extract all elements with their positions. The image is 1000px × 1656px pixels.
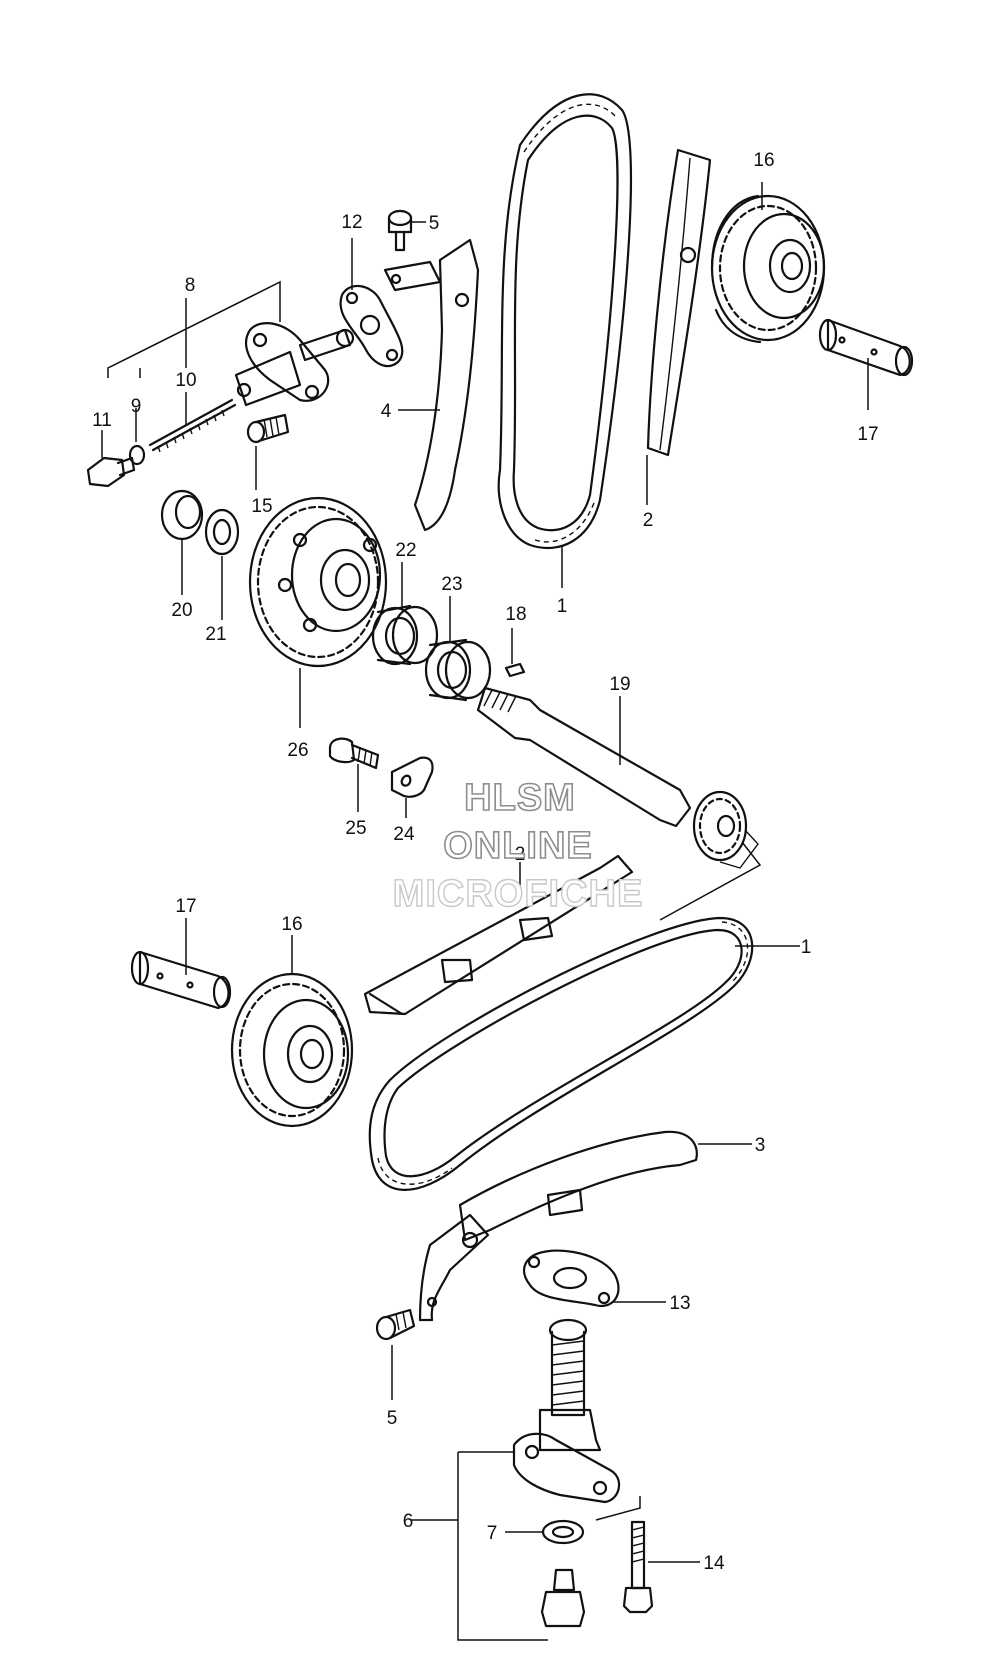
callout-14: 14	[703, 1553, 725, 1574]
watermark-line-2: ONLINE	[443, 825, 593, 867]
spring-10	[148, 398, 237, 453]
tensioner-bolt	[540, 1568, 586, 1628]
callout-25: 25	[345, 818, 366, 839]
callout-20: 20	[171, 600, 192, 621]
lower-chain-guide	[363, 854, 634, 1016]
callout-23: 23	[441, 574, 462, 595]
watermark: HLSM ONLINE MICROFICHE	[392, 776, 644, 916]
callout-16-upper: 16	[753, 150, 774, 171]
callout-21: 21	[205, 624, 226, 645]
watermark-line-3: MICROFICHE	[393, 873, 644, 915]
upper-tensioner-arm	[383, 238, 480, 532]
callout-3: 3	[755, 1135, 766, 1156]
callout-1-lower: 1	[801, 937, 812, 958]
washer-7	[541, 1519, 585, 1545]
callout-1-upper: 1	[557, 596, 568, 617]
callout-8: 8	[185, 275, 196, 296]
gasket-12	[339, 284, 404, 368]
bearing-23	[424, 638, 492, 702]
callout-15: 15	[251, 496, 272, 517]
bolt-14	[622, 1520, 654, 1614]
callout-22: 22	[395, 540, 416, 561]
callout-10: 10	[175, 370, 196, 391]
screw-25	[328, 737, 380, 770]
callout-19: 19	[609, 674, 630, 695]
callout-17-lower: 17	[175, 896, 196, 917]
bearing-22	[371, 604, 439, 666]
callout-26: 26	[287, 740, 308, 761]
upper-cam-chain	[497, 93, 633, 550]
bolt-11	[86, 456, 136, 488]
bolt-5-lower	[375, 1308, 416, 1341]
washer-9	[128, 444, 146, 466]
callout-17-upper: 17	[857, 424, 878, 445]
callout-7: 7	[487, 1523, 498, 1544]
bolt-5-upper	[387, 209, 413, 252]
callout-13: 13	[669, 1293, 690, 1314]
callout-6: 6	[403, 1511, 414, 1532]
key-18	[504, 662, 526, 678]
callout-labels: 1 2 4 5 12 8 10 9 11 15 20 21 22 23 18 1…	[92, 150, 878, 1574]
callout-5-lower: 5	[387, 1408, 398, 1429]
pin-17-lower	[130, 950, 232, 1010]
upper-chain-guide	[646, 148, 712, 457]
callout-12: 12	[341, 212, 362, 233]
callout-18: 18	[505, 604, 526, 625]
lower-cam-chain	[368, 916, 754, 1191]
nut-20	[160, 489, 204, 541]
callout-2-lower: 2	[515, 844, 526, 865]
watermark-line-1: HLSM	[464, 777, 576, 819]
washer-21	[204, 508, 240, 556]
callout-16-lower: 16	[281, 914, 302, 935]
gasket-13	[522, 1249, 620, 1308]
gear-16-lower	[230, 972, 354, 1128]
lower-tensioner-assembly	[512, 1318, 621, 1504]
pin-17-upper	[818, 318, 914, 377]
callout-24: 24	[393, 824, 415, 845]
upper-tensioner-assembly	[234, 322, 355, 407]
shaft-19	[476, 686, 759, 869]
bolt-15	[246, 413, 290, 444]
callout-5-upper: 5	[429, 213, 440, 234]
callout-2-upper: 2	[643, 510, 654, 531]
callout-9: 9	[131, 396, 142, 417]
lower-tensioner-arm	[418, 1130, 698, 1322]
callout-11: 11	[92, 410, 112, 431]
gear-16-upper	[710, 194, 826, 344]
gear-26	[248, 496, 388, 668]
lock-plate-24	[390, 756, 434, 798]
leader-lines	[101, 182, 869, 1641]
callout-4: 4	[381, 401, 392, 422]
